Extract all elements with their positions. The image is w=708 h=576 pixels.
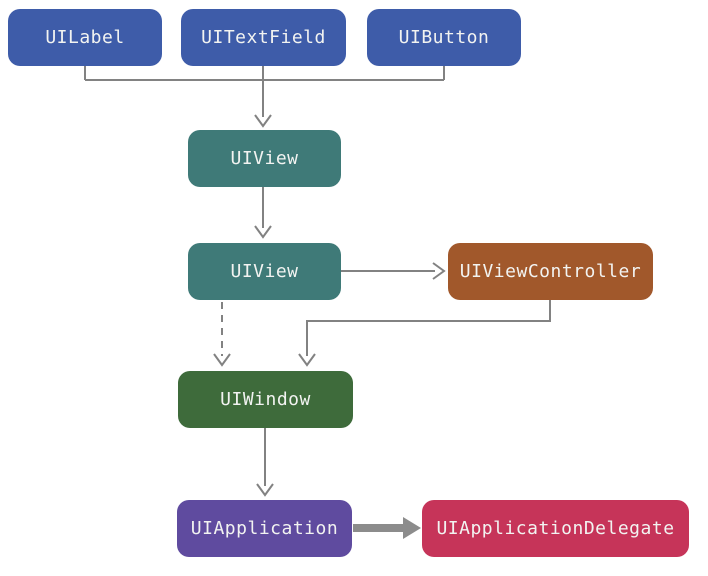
- node-uiview-lower: UIView: [188, 243, 341, 300]
- node-uiview-lower-text: UIView: [230, 261, 299, 282]
- node-uilabel: UILabel: [8, 9, 162, 66]
- node-uiwindow-text: UIWindow: [220, 389, 311, 410]
- node-uitextfield: UITextField: [181, 9, 346, 66]
- node-uiviewcontroller-text: UIViewController: [459, 261, 642, 282]
- node-uiview-upper-text: UIView: [230, 148, 299, 169]
- node-uitextfield-text: UITextField: [201, 27, 326, 48]
- node-uibutton-text: UIButton: [398, 27, 490, 48]
- arrowhead-dashed-into-uiwindow: [213, 353, 231, 367]
- node-uiviewcontroller: UIViewController: [448, 243, 653, 300]
- node-uiapplicationdelegate: UIApplicationDelegate: [422, 500, 689, 557]
- node-uiwindow: UIWindow: [178, 371, 353, 428]
- node-uiapplication-text: UIApplication: [190, 518, 339, 539]
- arrowhead-into-uiview1: [254, 114, 272, 128]
- arrowhead-thick: [403, 517, 421, 539]
- edge-uiviewcontroller-uiwindow: [306, 299, 551, 356]
- arrowhead-into-uiapplication: [256, 483, 274, 497]
- edge-uiapplication-uiappdelegate: [353, 517, 421, 539]
- node-uiapplication: UIApplication: [177, 500, 352, 557]
- node-uiview-upper: UIView: [188, 130, 341, 187]
- arrowhead-into-uiview2: [254, 225, 272, 239]
- node-uilabel-text: UILabel: [45, 27, 125, 48]
- node-uiapplicationdelegate-text: UIApplicationDelegate: [436, 518, 675, 539]
- arrowhead-into-uiviewcontroller: [432, 262, 446, 280]
- arrowhead-solid-into-uiwindow: [298, 353, 316, 367]
- node-uibutton: UIButton: [367, 9, 521, 66]
